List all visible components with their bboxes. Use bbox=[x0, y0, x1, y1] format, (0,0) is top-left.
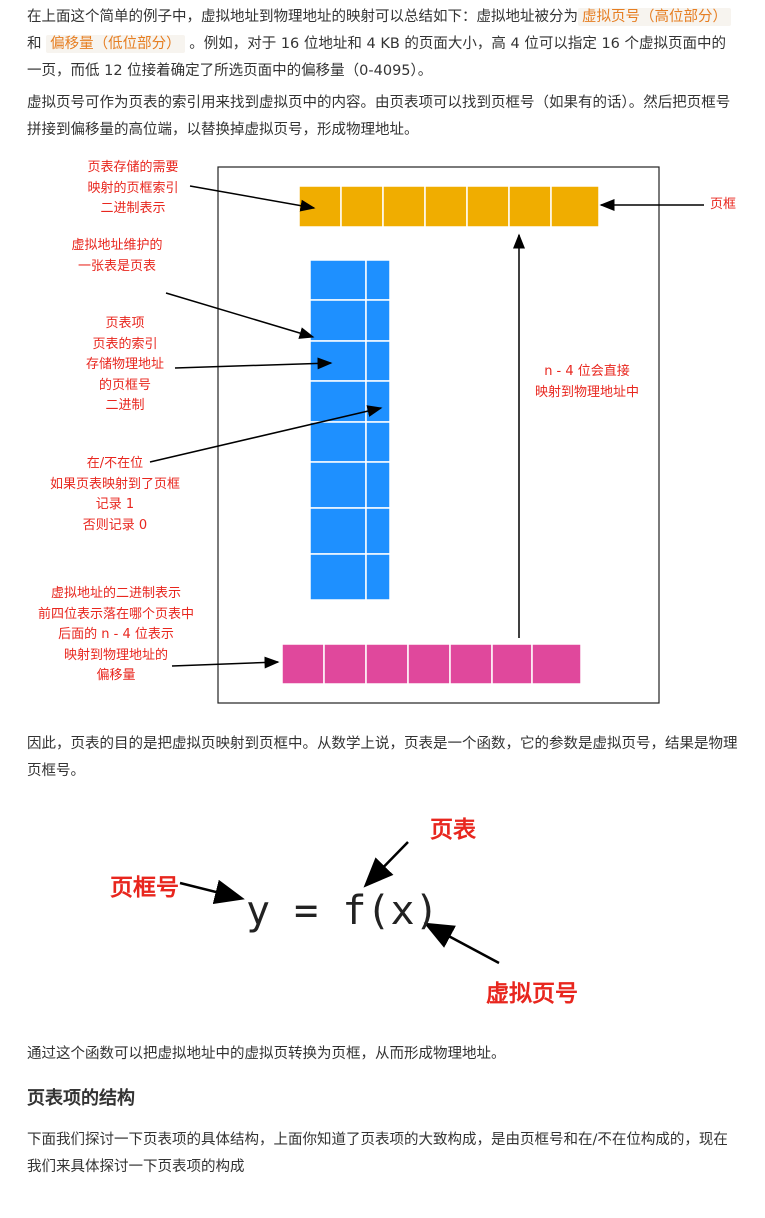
arrow-to-vaddr bbox=[171, 656, 280, 669]
formula-expression: y = f(x) bbox=[246, 888, 439, 934]
intro-text-start: 在上面这个简单的例子中，虚拟地址到物理地址的映射可以总结如下：虚拟地址被分为 bbox=[27, 9, 578, 25]
virtual-address-bar bbox=[281, 643, 582, 685]
arrow-frame-no-to-y bbox=[179, 879, 245, 905]
label-direct-mapping: n - 4 位会直接映射到物理地址中 bbox=[534, 364, 639, 400]
diagram-frame-box bbox=[217, 166, 660, 704]
label-page-table-entry: 页表项页表的索引存储物理地址的页框号二进制 bbox=[85, 316, 164, 413]
structure-paragraph: 下面我们探讨一下页表项的具体结构，上面你知道了页表项的大致构成，是由页框号和在/… bbox=[27, 1132, 728, 1175]
intro-text-end: 。例如，对于 16 位地址和 4 KB 的页面大小，高 4 位可以指定 16 个… bbox=[27, 36, 727, 79]
arrow-page-table-to-f bbox=[363, 841, 409, 888]
arrow-to-entry bbox=[174, 357, 333, 370]
intro-paragraph: 在上面这个简单的例子中，虚拟地址到物理地址的映射可以总结如下：虚拟地址被分为虚拟… bbox=[27, 4, 739, 85]
label-virtual-address: 虚拟地址的二进制表示前四位表示落在哪个页表中后面的 n - 4 位表示映射到物理… bbox=[37, 586, 194, 683]
arrow-to-page-table bbox=[165, 292, 315, 339]
diagram-canvas bbox=[149, 166, 704, 704]
page-table-column bbox=[309, 259, 391, 601]
arrow-to-present-bit bbox=[149, 405, 383, 463]
arrow-vpn-to-x bbox=[423, 922, 500, 965]
intro-text-and: 和 bbox=[27, 36, 42, 52]
arrow-to-frame-index bbox=[189, 185, 316, 212]
label-page-table: 虚拟地址维护的一张表是页表 bbox=[71, 238, 163, 274]
formula-label-frame-number: 页框号 bbox=[110, 875, 179, 901]
label-page-frame: 页框 bbox=[709, 197, 736, 212]
highlight-virtual-page-number: 虚拟页号（高位部分） bbox=[578, 8, 731, 26]
highlight-offset: 偏移量（低位部分） bbox=[46, 35, 185, 53]
label-frame-index: 页表存储的需要映射的页框索引二进制表示 bbox=[87, 160, 179, 216]
formula-label-page-table: 页表 bbox=[430, 817, 476, 843]
page-table-diagram: 页表存储的需要映射的页框索引二进制表示 虚拟地址维护的一张表是页表 页表项页表的… bbox=[0, 150, 765, 710]
formula-arrows bbox=[179, 841, 500, 965]
function-paragraph: 因此，页表的目的是把虚拟页映射到页框中。从数学上说，页表是一个函数，它的参数是虚… bbox=[27, 736, 738, 779]
formula-label-virtual-page-number: 虚拟页号 bbox=[486, 981, 578, 1007]
page-table-paragraph: 虚拟页号可作为页表的索引用来找到虚拟页中的内容。由页表项可以找到页框号（如果有的… bbox=[27, 95, 731, 138]
section-title: 页表项的结构 bbox=[27, 1088, 135, 1109]
page-frame-bar bbox=[298, 185, 600, 228]
conversion-paragraph: 通过这个函数可以把虚拟地址中的虚拟页转换为页框，从而形成物理地址。 bbox=[27, 1046, 506, 1062]
formula-illustration: y = f(x) 页表 页框号 虚拟页号 bbox=[0, 800, 765, 1020]
